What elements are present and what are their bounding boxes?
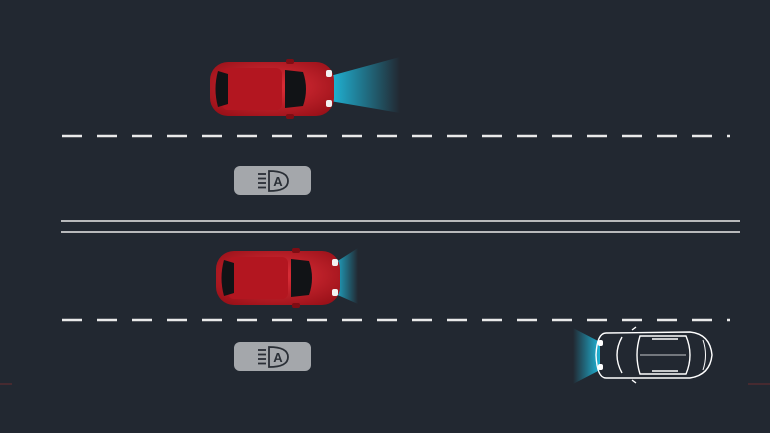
- red-hatchback-icon: [216, 248, 340, 308]
- white-sedan-outline-icon: [595, 326, 713, 384]
- auto-high-beam-badge-bottom: A: [234, 342, 311, 371]
- auto-high-beam-badge-top: A: [234, 166, 311, 195]
- car-oncoming: [573, 326, 713, 384]
- car-middle: [216, 248, 358, 308]
- car-top: [210, 57, 400, 119]
- oncoming-headlight-beam: [573, 328, 600, 384]
- badge-letter: A: [273, 350, 283, 365]
- auto-high-beam-icon: A: [258, 170, 289, 192]
- red-hatchback-icon: [210, 59, 334, 119]
- auto-high-beam-icon: A: [258, 346, 289, 368]
- high-beam-light: [330, 57, 400, 113]
- badge-letter: A: [273, 174, 283, 189]
